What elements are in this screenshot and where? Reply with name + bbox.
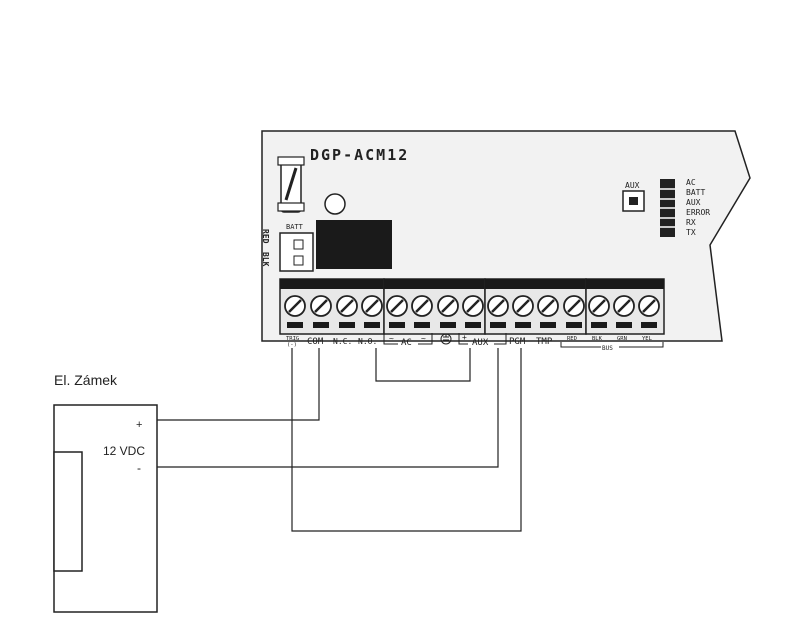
terminal-label-bus-yel: YEL (642, 336, 653, 342)
terminal-clamp (515, 322, 531, 328)
screw-slot (516, 299, 530, 313)
terminal-clamp (591, 322, 607, 328)
terminal-label-aux-plus: + (462, 333, 467, 342)
relay-block (316, 220, 392, 269)
fuse (277, 156, 305, 213)
terminal-clamp (490, 322, 506, 328)
screw-slot (340, 299, 354, 313)
terminal-clamp (414, 322, 430, 328)
terminal-label-com: COM (307, 337, 324, 347)
led-label-rx: RX (686, 218, 696, 227)
screw-slot (466, 299, 480, 313)
wire-ac-ground-loop (375, 348, 471, 382)
terminal-label-bus-blk: BLK (592, 336, 603, 342)
screw-slot (441, 299, 455, 313)
terminal-clamp (287, 322, 303, 328)
led-label-aux: AUX (686, 198, 701, 207)
terminal-label-aux: AUX (472, 338, 489, 348)
led-column (660, 179, 675, 237)
terminal-label-bus-red: RED (567, 336, 577, 342)
terminal-clamp (641, 322, 657, 328)
terminal-clamp (313, 322, 329, 328)
screw-slot (567, 299, 581, 313)
ac-bracket (383, 333, 433, 345)
led-label-error: ERROR (686, 208, 710, 217)
terminal-label-trig-neg: (-) (287, 342, 297, 348)
terminal-label-bus-grn: GRN (617, 336, 627, 342)
ground-icon (440, 333, 452, 345)
lock-voltage-label: 12 VDC (103, 444, 145, 458)
terminal-label-tmp: TMP (536, 337, 553, 347)
terminal-label-no: N.O. (358, 337, 377, 346)
bus-bracket (560, 342, 664, 348)
aux-button-label: AUX (625, 181, 640, 190)
terminal-clamp (465, 322, 481, 328)
terminal-clamp (389, 322, 405, 328)
ac-tilde-left: ~ (389, 334, 394, 343)
wires (157, 348, 522, 532)
lock-minus-label: - (137, 461, 141, 475)
lock-plus-label: + (136, 419, 142, 431)
terminal-clamp (364, 322, 380, 328)
terminal-label-trig: TRIG (286, 336, 299, 342)
terminal-clamp (440, 322, 456, 328)
terminal-clamp (339, 322, 355, 328)
terminal-clamp (566, 322, 582, 328)
batt-connector-label: BATT (286, 223, 304, 231)
screw-slot (314, 299, 328, 313)
terminal-label-bus: BUS (602, 345, 613, 352)
led-label-batt: BATT (686, 188, 705, 197)
lock-title: El. Zámek (54, 372, 118, 388)
lock-bolt (53, 451, 83, 572)
screw-slot (642, 299, 656, 313)
screw-slot (541, 299, 555, 313)
board-model-label: DGP-ACM12 (310, 146, 409, 164)
led-label-tx: TX (686, 228, 696, 237)
wire-trig-to-pgm (291, 348, 522, 532)
screw-slot (617, 299, 631, 313)
terminal-clamp (616, 322, 632, 328)
led-label-ac: AC (686, 178, 696, 187)
terminal-label-ac: AC (401, 338, 412, 348)
wire-com-to-plus (157, 348, 320, 421)
screw-slot (491, 299, 505, 313)
terminal-clamp (540, 322, 556, 328)
terminal-label-nc: N.C. (333, 337, 352, 346)
blk-wire-label: BLK (261, 252, 270, 267)
wire-aux-minus-to-minus (157, 348, 499, 468)
screw-slot (365, 299, 379, 313)
aux-bracket (458, 333, 507, 345)
screw-slot (288, 299, 302, 313)
terminal-label-pgm: PGM (509, 337, 526, 347)
ac-tilde-right: ~ (421, 334, 426, 343)
screw-slot (592, 299, 606, 313)
round-component (324, 193, 346, 215)
red-wire-label: RED (261, 229, 270, 244)
screw-slot (415, 299, 429, 313)
screw-slot (390, 299, 404, 313)
